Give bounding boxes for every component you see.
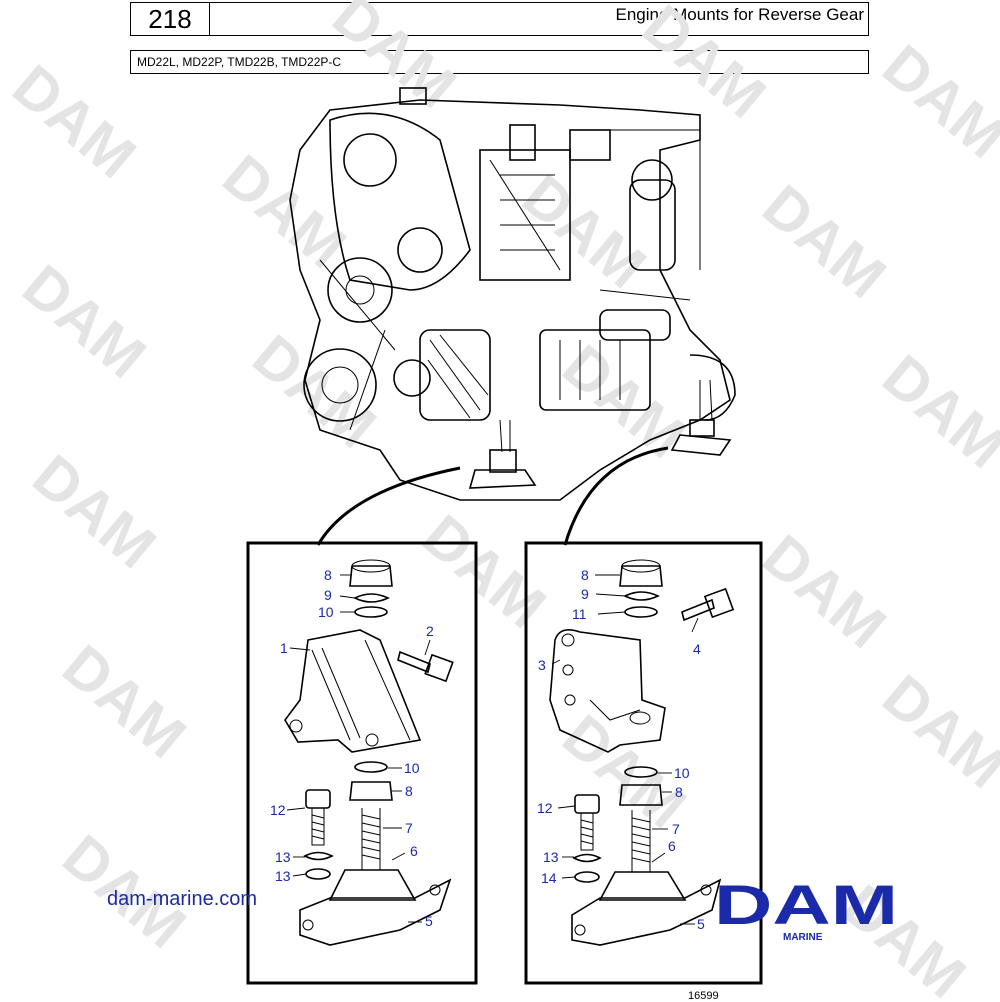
callout: 13 (543, 849, 559, 865)
callout: 11 (572, 606, 587, 622)
figure-number: 16599 (688, 990, 719, 1002)
bolt-12-right (574, 794, 600, 814)
callout: 7 (672, 821, 680, 837)
watermark: DAM (20, 442, 168, 581)
watermark: DAM (870, 662, 1000, 801)
bracket-right (549, 629, 666, 753)
left-mount-detail: 8 9 10 1 2 10 8 12 7 13 6 13 5 (246, 541, 478, 985)
nut-lower-right (619, 784, 663, 806)
logo-subtext: MARINE (783, 932, 823, 943)
website-url[interactable]: dam-marine.com (107, 888, 258, 910)
callout: 2 (426, 623, 434, 639)
spring-washer-left (353, 593, 390, 603)
callout: 8 (675, 784, 683, 800)
callout: 9 (324, 587, 332, 603)
callout: 1 (280, 640, 288, 656)
washer-lower-left (354, 761, 388, 773)
callout: 12 (270, 802, 286, 818)
callout: 13 (275, 849, 291, 865)
callout: 4 (693, 641, 701, 657)
connector-arc-right (563, 446, 669, 546)
nut-top-left (349, 565, 393, 587)
washer-left (354, 606, 388, 618)
callout: 10 (674, 765, 690, 781)
right-mount-detail: 8 9 11 4 3 10 8 12 7 13 6 14 5 (524, 541, 763, 985)
dam-marine-logo: DAM (714, 876, 898, 932)
watermark: DAM (50, 632, 198, 771)
page-title: Engine Mounts for Reverse Gear (615, 5, 864, 24)
page-number: 218 (148, 3, 192, 34)
watermark: DAM (750, 172, 898, 311)
engine-illustration (289, 87, 736, 501)
watermark: DAM (0, 52, 148, 191)
callout: 5 (697, 916, 705, 932)
callout: 7 (405, 820, 413, 836)
watermark: DAM (870, 32, 1000, 171)
washer-11-right (624, 606, 658, 618)
connector-arc-left (316, 466, 461, 546)
watermark: DAM (870, 342, 1000, 481)
callout: 3 (538, 657, 546, 673)
bolt-4-right (681, 598, 715, 622)
callout: 13 (275, 868, 291, 884)
watermark: DAM (210, 142, 358, 281)
callout: 9 (581, 586, 589, 602)
watermark: DAM (10, 252, 158, 391)
callout: 12 (537, 800, 553, 816)
model-list-box: MD22L, MD22P, TMD22B, TMD22P-C (130, 50, 869, 74)
spring-washer-right (623, 591, 660, 601)
callout: 8 (581, 567, 589, 583)
callout: 8 (405, 783, 413, 799)
callout: 6 (668, 838, 676, 854)
callout: 10 (318, 604, 334, 620)
callout: 10 (404, 760, 420, 776)
model-list: MD22L, MD22P, TMD22B, TMD22P-C (137, 55, 342, 69)
callout: 5 (425, 913, 433, 929)
callout: 6 (410, 843, 418, 859)
watermark: DAM (410, 502, 558, 641)
bracket-left (284, 629, 422, 753)
page-title-box: Engine Mounts for Reverse Gear (210, 2, 869, 36)
page-number-box: 218 (130, 2, 210, 36)
rubber-mount-left (328, 869, 417, 901)
callout: 8 (324, 567, 332, 583)
nut-lower-left (349, 781, 393, 801)
right-panel-frame (524, 541, 763, 985)
bolt-2-left (397, 650, 431, 674)
nut-top-right (619, 565, 663, 587)
rubber-mount-right (598, 871, 687, 901)
logo-wordmark: DAM (714, 876, 898, 932)
bolt-12-left (305, 789, 331, 809)
watermark: DAM (750, 522, 898, 661)
washer-lower-right (624, 766, 658, 778)
callout: 14 (541, 870, 557, 886)
left-panel-frame (246, 541, 478, 985)
